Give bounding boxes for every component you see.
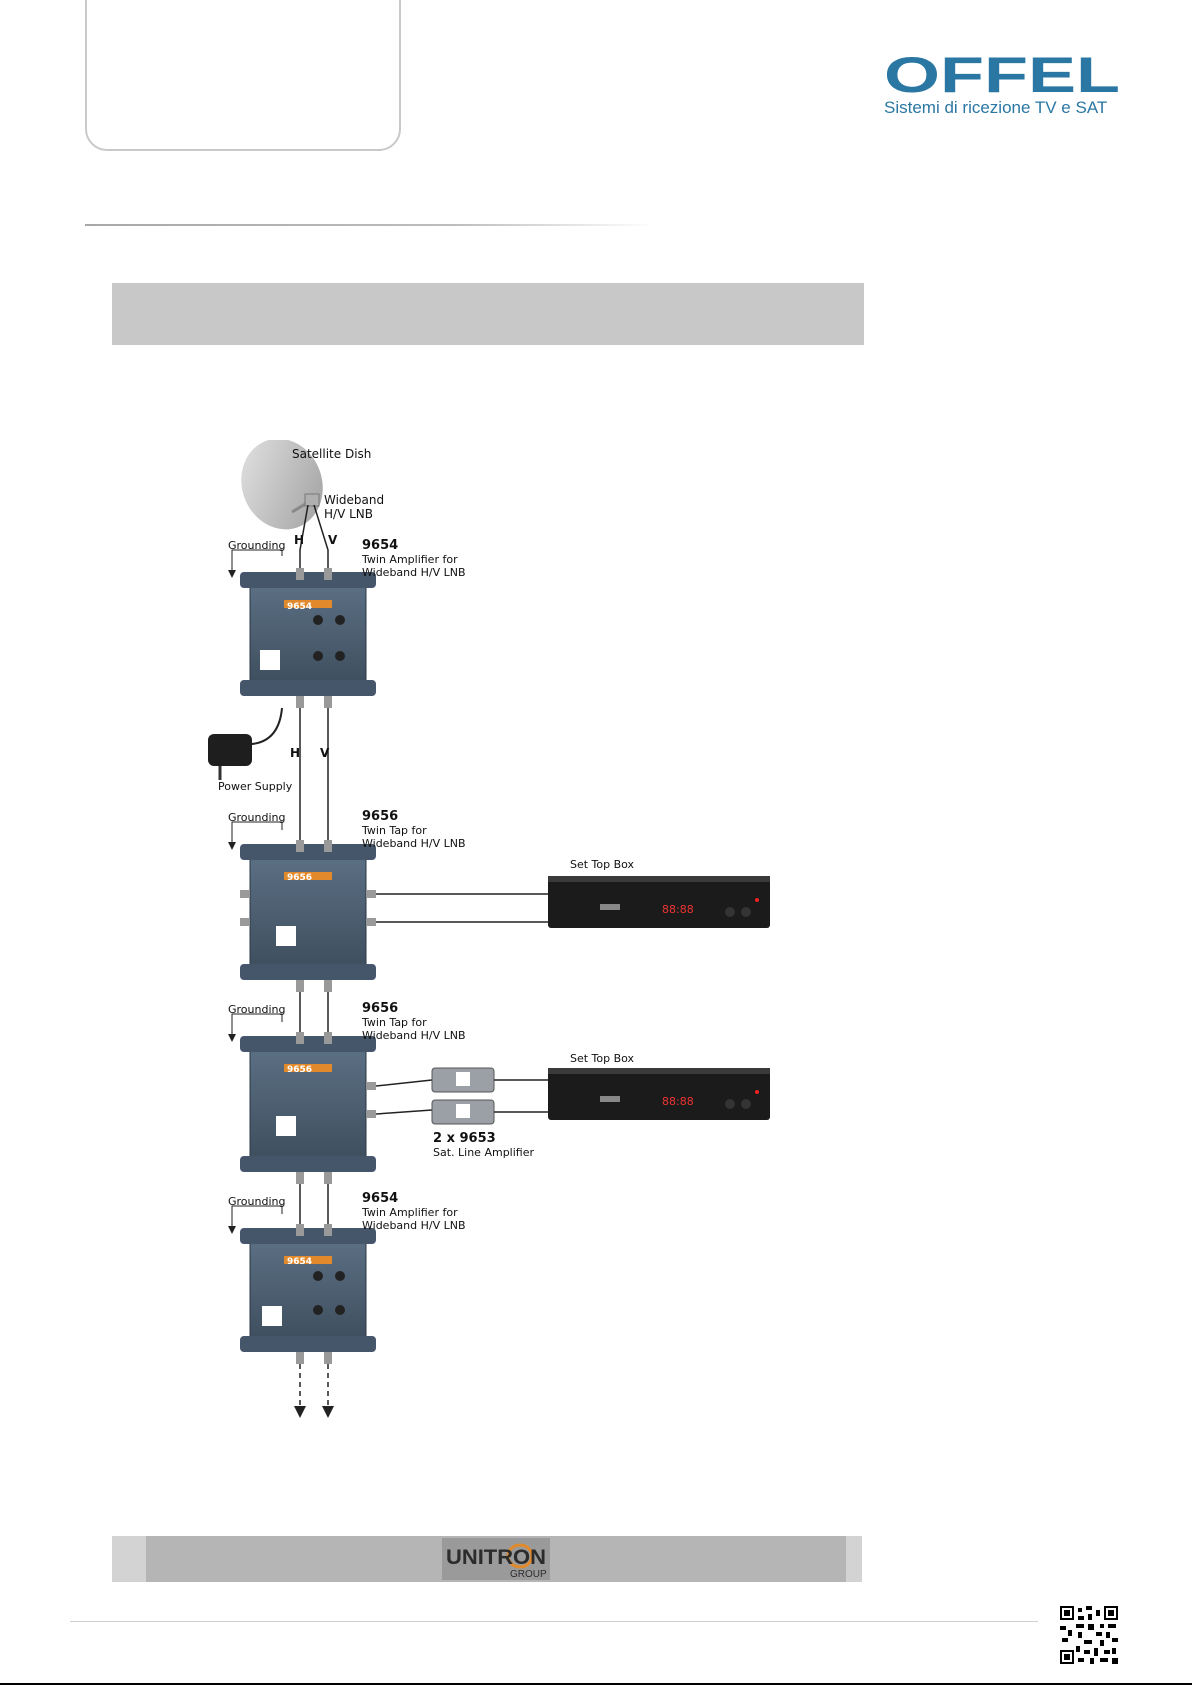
unit1-line1: Twin Amplifier for <box>361 553 458 566</box>
page-bottom-line <box>0 1683 1192 1685</box>
grounding-1: Grounding <box>228 539 285 552</box>
header-divider <box>85 224 655 226</box>
set-top-box-2-icon <box>548 1068 770 1120</box>
h-label-mid: H <box>290 746 300 760</box>
unit4-line1: Twin Amplifier for <box>361 1206 458 1219</box>
line-amplifier-icon <box>431 1067 495 1125</box>
unit4-model: 9654 <box>362 1191 398 1206</box>
unit-9656-first <box>240 840 376 992</box>
unit3-line1: Twin Tap for <box>361 1016 427 1029</box>
unit-9654-bottom <box>240 1224 376 1364</box>
ground-1 <box>228 549 283 578</box>
lnb-label-line1: Wideband <box>324 493 384 507</box>
brand-tagline: Sistemi di ricezione TV e SAT <box>884 98 1108 117</box>
unit3-model: 9656 <box>362 1001 398 1016</box>
footer-divider <box>70 1621 1038 1622</box>
grounding-2: Grounding <box>228 811 285 824</box>
unit1-model: 9654 <box>362 538 398 553</box>
v-label-top: V <box>328 533 338 547</box>
line-amp-label: Sat. Line Amplifier <box>433 1146 534 1159</box>
qr-code-icon <box>1060 1606 1118 1664</box>
v-label-mid: V <box>320 746 330 760</box>
unit3-line2: Wideband H/V LNB <box>362 1029 466 1042</box>
unit-9654-top <box>240 568 376 708</box>
set-top-box-2-label: Set Top Box <box>570 1052 635 1065</box>
unitron-group-logo: UNITRON GROUP <box>442 1538 550 1580</box>
unit2-model: 9656 <box>362 809 398 824</box>
unit3-plate-model: 9656 <box>287 1065 312 1075</box>
unit2-plate-model: 9656 <box>287 873 312 883</box>
svg-text:UNITRON: UNITRON <box>446 1546 546 1569</box>
unit2-line2: Wideband H/V LNB <box>362 837 466 850</box>
unit2-line1: Twin Tap for <box>361 824 427 837</box>
unit1-plate-model: 9654 <box>287 602 312 612</box>
top-left-box <box>85 0 401 151</box>
installation-diagram: Satellite Dish Wideband H/V LNB H V 9654… <box>208 440 770 1418</box>
unit1-line2: Wideband H/V LNB <box>362 566 466 579</box>
set-top-box-1-label: Set Top Box <box>570 858 635 871</box>
ground-4 <box>228 1205 283 1234</box>
set-top-box-1-icon <box>548 876 770 928</box>
line-amp-model: 2 x 9653 <box>433 1131 496 1146</box>
unit-9656-second <box>240 1032 376 1184</box>
title-bar <box>112 283 864 345</box>
dish-label: Satellite Dish <box>292 447 371 461</box>
h-label-top: H <box>294 533 304 547</box>
svg-text:OFFEL: OFFEL <box>884 54 1120 96</box>
lnb-label-line2: H/V LNB <box>324 507 373 521</box>
grounding-3: Grounding <box>228 1003 285 1016</box>
grounding-4: Grounding <box>228 1195 285 1208</box>
power-supply-icon <box>208 707 283 780</box>
unit4-plate-model: 9654 <box>287 1257 312 1267</box>
offel-logo: OFFEL <box>884 54 1120 96</box>
unit4-line2: Wideband H/V LNB <box>362 1219 466 1232</box>
power-supply-label: Power Supply <box>218 780 293 793</box>
stb2-display: 88:88 <box>662 1095 694 1108</box>
stb1-display: 88:88 <box>662 903 694 916</box>
svg-text:GROUP: GROUP <box>510 1569 547 1580</box>
ground-3 <box>228 1013 283 1042</box>
satellite-dish-icon <box>241 440 323 530</box>
ground-2 <box>228 821 283 850</box>
